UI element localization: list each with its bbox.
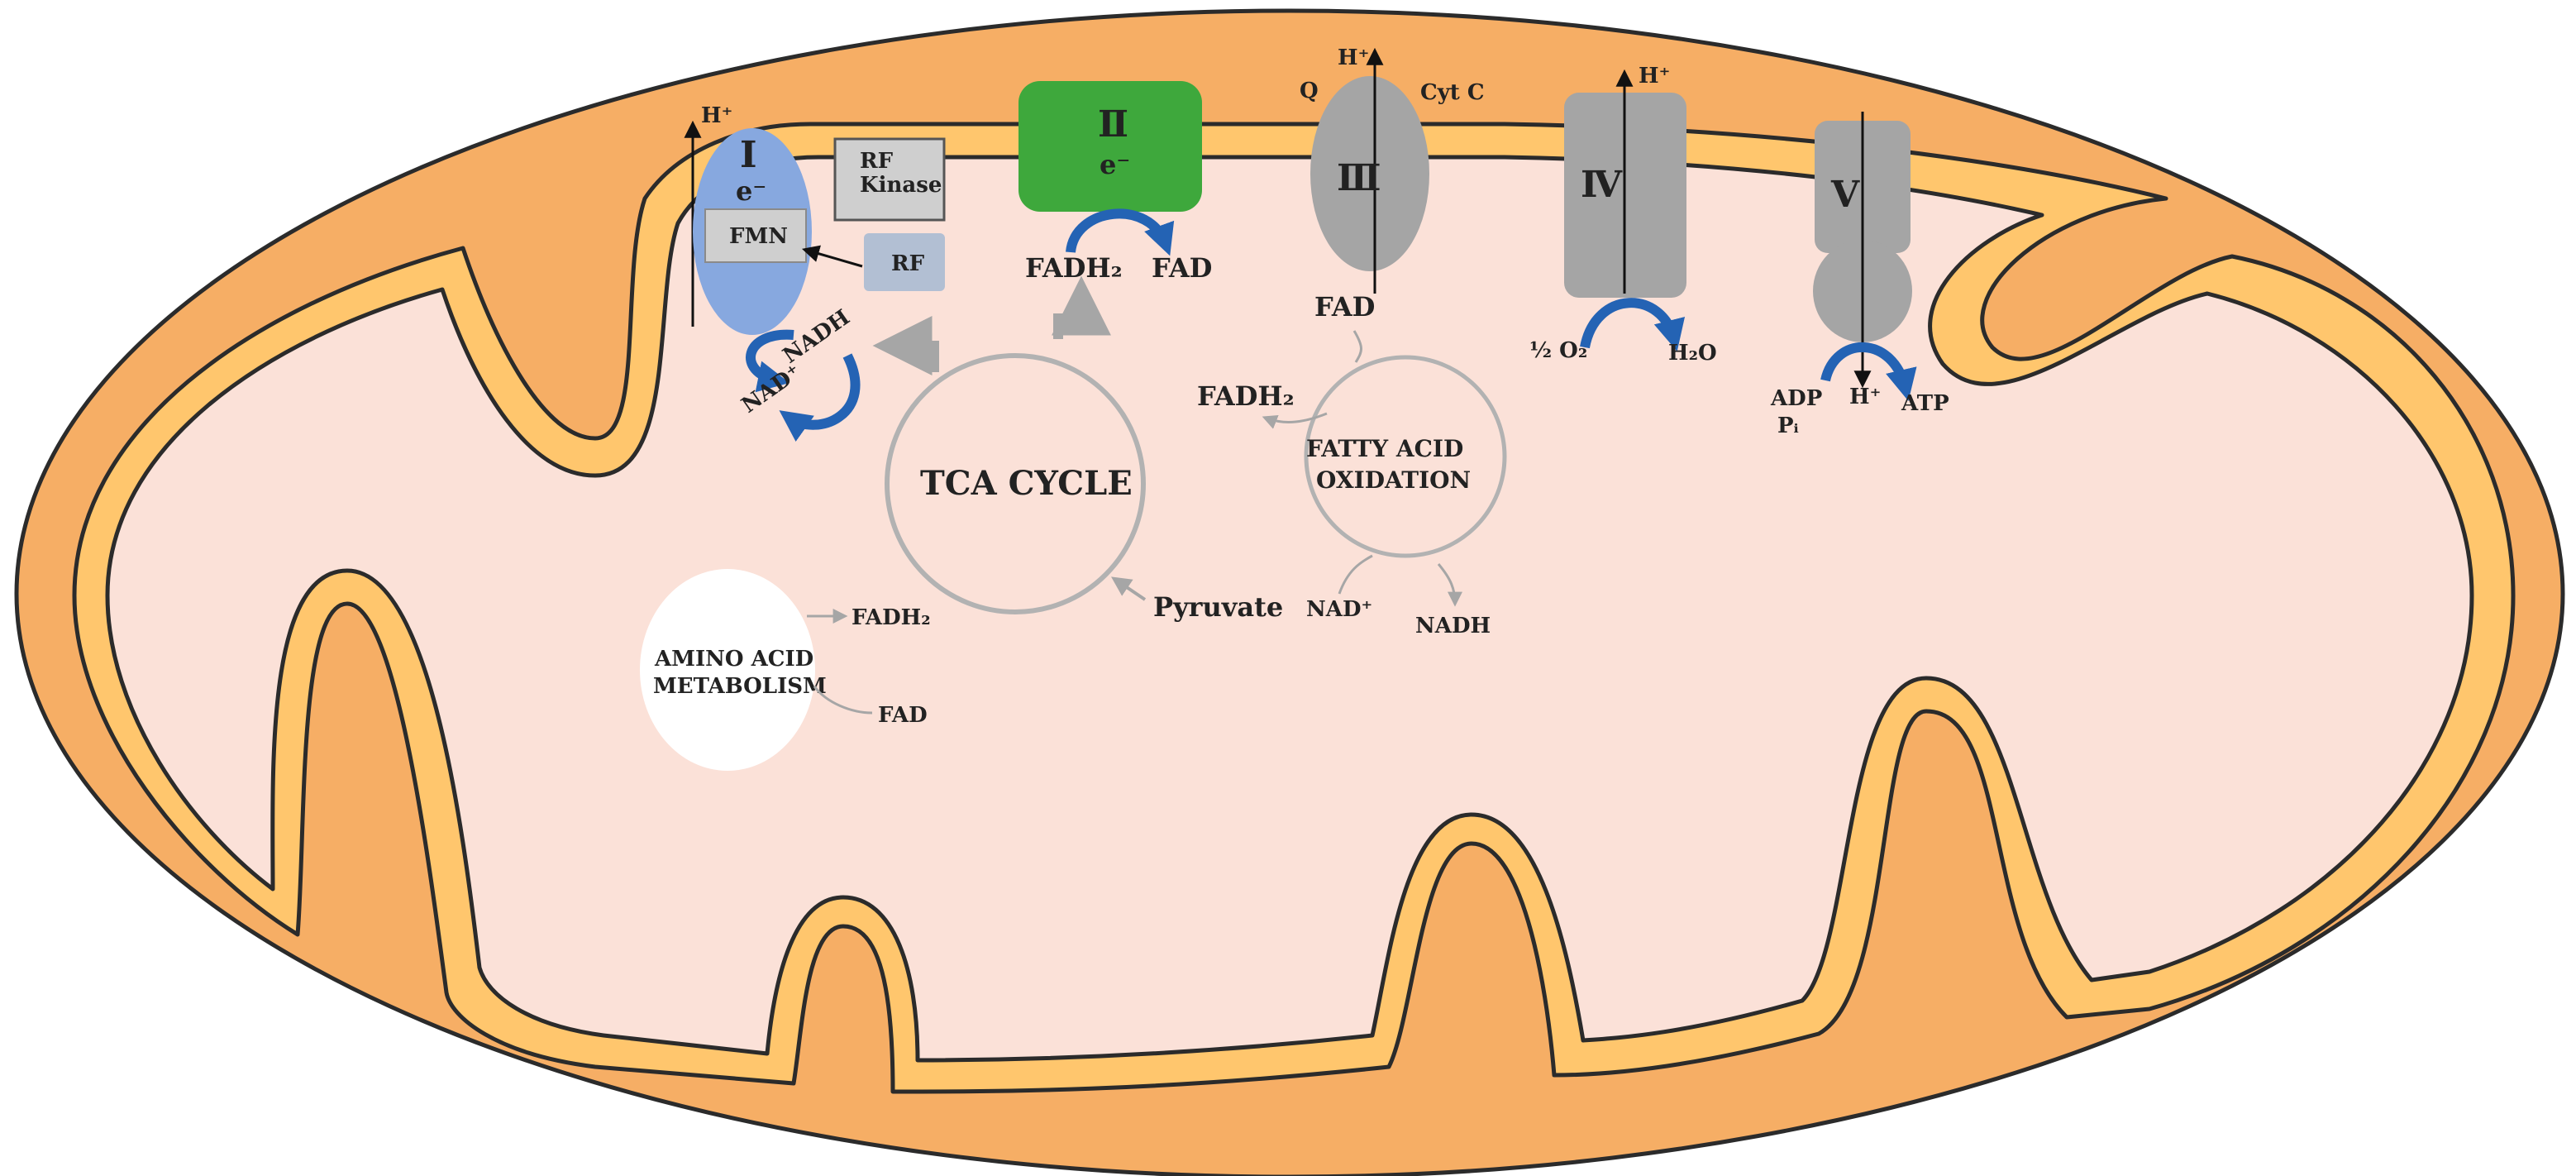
complex-one-numeral: I (740, 134, 757, 176)
pi-label: Pᵢ (1777, 414, 1799, 438)
rf-kinase-line2: Kinase (860, 173, 942, 198)
amino-acid-line2: METABOLISM (653, 674, 827, 699)
fmn-label: FMN (729, 224, 788, 249)
complex-four-numeral: Ⅳ (1581, 164, 1623, 206)
rf-to-fmn-arrow (801, 245, 863, 268)
atp-label: ATP (1901, 391, 1949, 416)
half-o2-label: ½ O₂ (1529, 338, 1587, 363)
fadh2-label-c2: FADH₂ (1025, 252, 1123, 284)
rf-label: RF (891, 251, 925, 276)
fmn-box (704, 208, 807, 263)
fad-label-amino: FAD (878, 703, 928, 728)
fad-label-c3: FAD (1314, 291, 1375, 323)
h2o-label: H₂O (1668, 341, 1717, 366)
complex-two-numeral: Ⅱ (1098, 103, 1128, 146)
complex-three-numeral: Ⅲ (1337, 157, 1381, 199)
fad-label-c2: FAD (1152, 252, 1212, 284)
nad-label-fao: NAD⁺ (1306, 597, 1372, 622)
tca-to-fadh2-arrow (1052, 275, 1111, 339)
fad-to-fao-connector (1352, 330, 1362, 363)
amino-acid-line1: AMINO ACID (654, 647, 813, 672)
rf-box (864, 233, 945, 291)
pyruvate-arrow (1111, 576, 1147, 601)
complex-two (1018, 81, 1202, 212)
fadh2-label-fao: FADH₂ (1197, 380, 1295, 412)
tca-to-nadh-arrow (872, 316, 939, 375)
pyruvate-label: Pyruvate (1153, 591, 1283, 623)
proton-label-c3: H⁺ (1338, 45, 1369, 70)
redox-cycle-arrow-icon (746, 329, 794, 393)
fao-to-nadh-arrow (1437, 563, 1462, 607)
complex-two-electron: e⁻ (1100, 149, 1130, 180)
rf-kinase-line1: RF (860, 149, 894, 174)
fatty-acid-oxidation (1304, 355, 1507, 558)
redox-cycle-arrow-icon (779, 353, 861, 442)
redox-cycle-arrow-icon (1066, 208, 1175, 256)
tca-cycle (885, 353, 1146, 614)
fatty-acid-line2: OXIDATION (1316, 466, 1471, 494)
fad-to-amino-connector (813, 686, 873, 715)
nad-to-fao-connector (1338, 554, 1373, 595)
complex-five-numeral: V (1830, 174, 1860, 216)
tca-cycle-label: TCA CYCLE (920, 464, 1133, 503)
complex-one-electron: e⁻ (736, 175, 766, 207)
proton-label-c5: H⁺ (1849, 385, 1881, 409)
fadh2-label-amino: FADH₂ (852, 605, 931, 630)
proton-label-c4: H⁺ (1639, 64, 1670, 88)
proton-label-c1: H⁺ (701, 103, 732, 128)
amino-acid-metabolism (640, 569, 815, 771)
complex-three (1310, 76, 1429, 271)
redox-cycle-arrow-icon (1820, 342, 1917, 401)
mitochondrial-matrix (105, 155, 2474, 1063)
nadh-label-fao: NADH (1415, 614, 1491, 638)
q-label: Q (1300, 79, 1319, 103)
adp-label: ADP (1770, 386, 1822, 411)
cytc-label: Cyt C (1420, 80, 1485, 105)
fatty-acid-line1: FATTY ACID (1306, 435, 1463, 462)
rf-kinase-box (833, 137, 946, 222)
fao-to-fadh2-arrow (1262, 412, 1328, 429)
redox-cycle-arrow-icon (1580, 298, 1686, 351)
